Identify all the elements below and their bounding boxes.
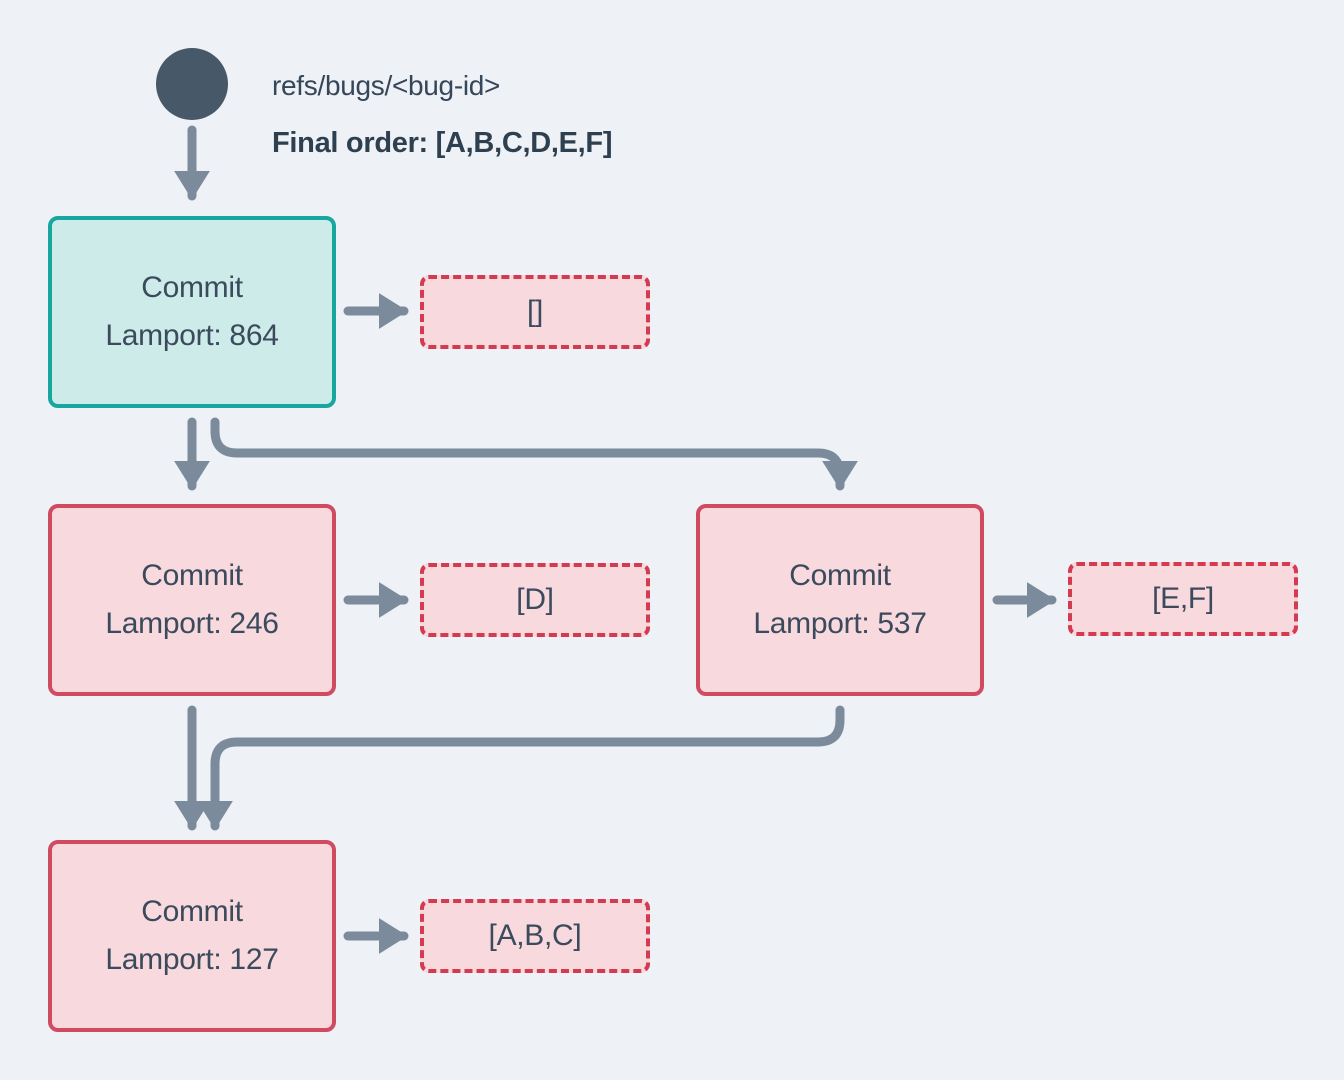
edge-537-to-127 xyxy=(197,705,845,831)
operations-label: [E,F] xyxy=(1152,582,1214,615)
operations-box-864: [] xyxy=(420,275,650,349)
commit-node-246: Commit Lamport: 246 xyxy=(48,504,336,696)
operations-box-537: [E,F] xyxy=(1068,562,1298,636)
operations-label: [D] xyxy=(516,583,554,616)
operations-label: [] xyxy=(526,295,544,328)
operations-label: [A,B,C] xyxy=(488,919,582,952)
commit-node-537: Commit Lamport: 537 xyxy=(696,504,984,696)
commit-title: Commit xyxy=(789,559,891,592)
ref-name-label: refs/bugs/<bug-id> xyxy=(272,70,501,101)
commit-title: Commit xyxy=(141,895,243,928)
commit-lamport: Lamport: 127 xyxy=(105,943,279,976)
commit-lamport: Lamport: 537 xyxy=(753,607,927,640)
commit-title: Commit xyxy=(141,271,243,304)
commit-node-127: Commit Lamport: 127 xyxy=(48,840,336,1032)
operations-box-246: [D] xyxy=(420,563,650,637)
final-order-label: Final order: [A,B,C,D,E,F] xyxy=(272,127,613,159)
commit-lamport: Lamport: 864 xyxy=(105,319,279,352)
commit-node-864: Commit Lamport: 864 xyxy=(48,216,336,408)
commit-title: Commit xyxy=(141,559,243,592)
commit-lamport: Lamport: 246 xyxy=(105,607,279,640)
operations-box-127: [A,B,C] xyxy=(420,899,650,973)
edge-864-to-537 xyxy=(210,417,858,491)
ref-node-icon xyxy=(156,48,228,120)
